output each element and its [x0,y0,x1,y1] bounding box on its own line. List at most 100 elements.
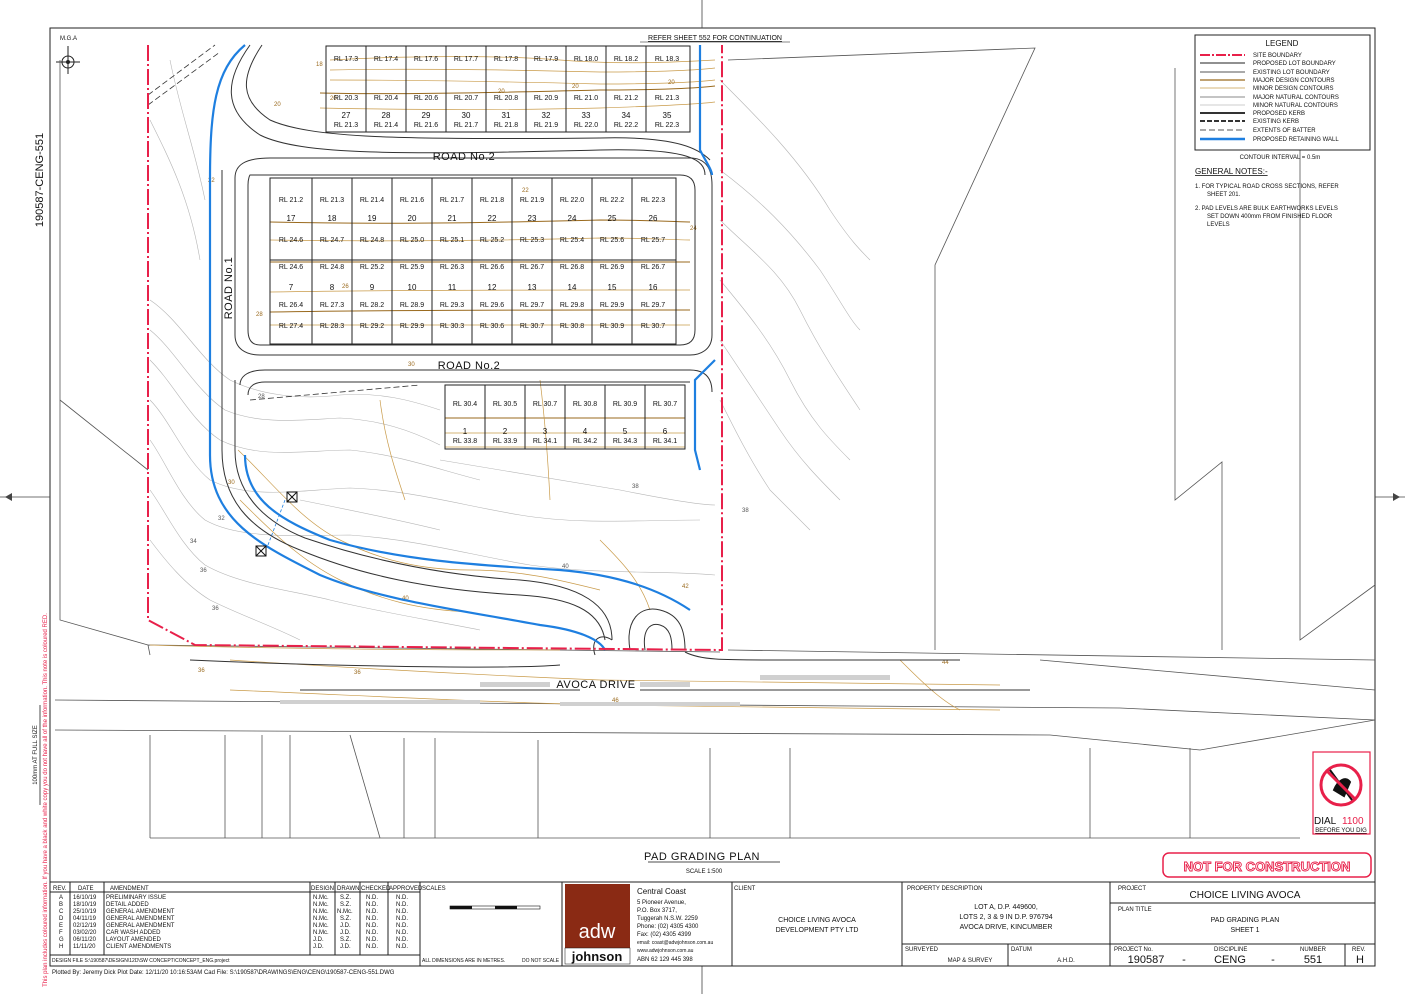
avoca-drive-markings [280,675,890,706]
amend-cell: CAR WASH ADDED [106,930,161,936]
design-cell: J.D. [313,944,324,950]
lot-grid-middle [269,177,677,345]
lot-rl: RL 22.3 [655,122,679,129]
checked-cell: N.D. [366,944,378,950]
lot-rl: RL 21.7 [454,122,478,129]
approved-cell: N.D. [396,930,408,936]
lot-rl: RL 21.8 [494,122,518,129]
plan-title-line: PAD GRADING PLAN [1211,917,1280,924]
checked-cell: N.D. [366,909,378,915]
svg-text:34: 34 [190,539,197,545]
lot-rl: RL 21.7 [440,197,464,204]
size-side-note: 100mm AT FULL SIZE [33,725,39,785]
lot-rl: RL 30.7 [533,401,557,408]
lot-number: 20 [408,214,417,223]
plotted-by: Plotted By: Jeremy Dick Plot Date: 12/11… [52,970,395,976]
property-block: PROPERTY DESCRIPTION LOT A, D.P. 449600,… [905,886,1075,964]
date-cell: 02/12/19 [73,923,97,929]
svg-text:42: 42 [682,584,689,590]
lot-rl: RL 26.3 [440,264,464,271]
lot-rl: RL 30.9 [613,401,637,408]
approved-cell: N.D. [396,902,408,908]
drawing-reference: 190587-CENG-551 [34,133,46,227]
checked-cell: N.D. [366,895,378,901]
lot-rl: RL 30.7 [641,323,665,330]
legend-label: PROPOSED LOT BOUNDARY [1253,61,1336,67]
existing-lot-boundaries [54,47,1376,839]
lot-rl: RL 21.3 [320,197,344,204]
approved-cell: N.D. [396,909,408,915]
lot-rl: RL 34.1 [533,438,557,445]
lot-rl: RL 25.2 [480,237,504,244]
svg-text:20: 20 [330,96,337,102]
rev-cell: F [59,930,63,936]
scales-header: SCALES [422,886,446,892]
property-line: LOTS 2, 3 & 9 IN D.P. 976794 [959,914,1052,921]
plan-title-line: SHEET 1 [1230,927,1259,934]
colour-side-note: This plan includes coloured information.… [43,613,49,987]
lot-rl: RL 20.3 [334,95,358,102]
lot-rl: RL 30.3 [440,323,464,330]
note-line: 1. FOR TYPICAL ROAD CROSS SECTIONS, REFE… [1195,184,1339,190]
lot-rl: RL 21.2 [279,197,303,204]
lot-rl: RL 20.7 [454,95,478,102]
legend-title: LEGEND [1266,39,1299,48]
lot-rl: RL 30.7 [520,323,544,330]
svg-text:30: 30 [408,362,415,368]
lot-number: 10 [408,283,417,292]
lot-rl: RL 29.9 [400,323,424,330]
natural-contours: 38 38 40 34 36 36 28 32 [149,59,871,641]
lot-rl: RL 25.3 [520,237,544,244]
lot-rl: RL 27.4 [279,323,303,330]
design-cell: N.Mc. [313,916,329,922]
checked-cell: N.D. [366,937,378,943]
lot-rl: RL 21.4 [374,122,398,129]
lot-rl: RL 25.9 [400,264,424,271]
lot-rl: RL 30.9 [600,323,624,330]
amend-cell: CLIENT AMENDMENTS [106,944,171,950]
drawn-cell: S.Z. [340,902,351,908]
svg-text:18: 18 [316,62,323,68]
lot-number: 22 [488,214,497,223]
drawn-cell: S.Z. [340,937,351,943]
lot-rl: RL 22.0 [560,197,584,204]
lot-rl: RL 29.6 [480,302,504,309]
company-address: P.O. Box 3717, [637,908,677,914]
design-file: DESIGN FILE S:\190587\DESIGN\12D\SW CONC… [52,958,230,964]
note-line: SHEET 201. [1207,192,1241,198]
lot-rl: RL 21.4 [360,197,384,204]
lot-number: 3 [543,427,548,436]
lot-number: 1 [463,427,468,436]
svg-text:36: 36 [212,606,219,612]
rev-cell: H [59,944,63,950]
site-boundary [147,45,723,652]
rev-cell: E [59,923,63,929]
not-for-construction-stamp: NOT FOR CONSTRUCTION [1162,852,1372,878]
dial-prefix: DIAL [1314,816,1337,827]
svg-text:38: 38 [742,508,749,514]
svg-text:36: 36 [200,568,207,574]
lot-number: 25 [608,214,617,223]
client-block: CLIENT CHOICE LIVING AVOCA DEVELOPMENT P… [734,886,858,934]
scale-bar [449,905,541,910]
lot-rl: RL 26.4 [279,302,303,309]
lot-number: 27 [342,111,351,120]
company-address: 5 Pioneer Avenue, [637,900,686,906]
company-details: Central Coast 5 Pioneer Avenue, P.O. Box… [637,887,713,963]
rev-cell: C [59,909,64,915]
svg-text:36: 36 [198,668,205,674]
lot-number: 29 [422,111,431,120]
lot-rl: RL 30.5 [493,401,517,408]
discipline-value: CENG [1214,954,1246,966]
legend-label: SITE BOUNDARY [1253,53,1302,59]
lot-number: 33 [582,111,591,120]
design-cell: N.Mc. [313,895,329,901]
lot-rl: RL 26.6 [480,264,504,271]
amendment-header: AMENDMENT [110,886,149,892]
legend: LEGEND SITE BOUNDARY PROPOSED LOT BOUNDA… [1194,34,1371,161]
lot-number: 28 [382,111,391,120]
company-address: Tuggerah N.S.W. 2259 [637,916,698,922]
